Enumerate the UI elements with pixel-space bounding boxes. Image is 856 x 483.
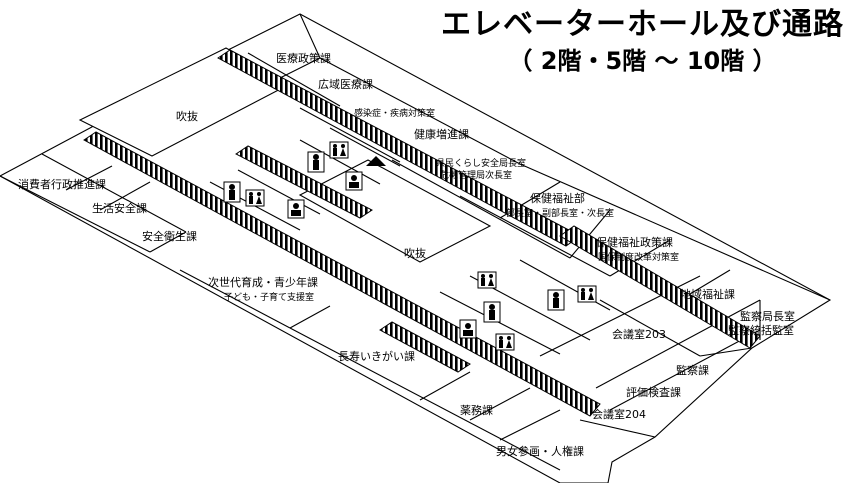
label-kansa: 監察課 [676,363,709,377]
restroom-icon [245,189,265,207]
label-chiiki-fukushi: 地域福祉課 [680,287,735,301]
person-icon [223,181,241,203]
label-seikatsu-anzen: 生活安全課 [92,201,147,215]
accessible-restroom-icon [287,199,305,219]
page-subtitle: （ 2階・5階 ～ 10階 ） [508,47,777,75]
label-danjo: 男女参画・人権課 [496,444,584,458]
person-icon [547,289,565,311]
label-koiki-iryo: 広域医療課 [318,77,373,91]
label-kansensho: 感染症・疾病対策室 [354,107,435,119]
label-iryo-seisaku: 医療政策課 [276,51,331,65]
label-hoken-fukushi-bu-2: 部長室・副部長室・次長室 [506,207,614,219]
label-fukinuke-top: 吹抜 [176,109,198,123]
restroom-icon [329,141,349,159]
label-kansa-kyokucho-2: 監察統括監室 [728,323,794,337]
person-icon [307,151,325,173]
accessible-restroom-icon [459,319,477,339]
label-kaigi-204: 会議室204 [592,407,646,421]
restroom-icon [477,271,497,289]
label-anzen-eisei: 安全衛生課 [142,229,197,243]
page-title: エレベーターホール及び通路 [441,7,844,42]
restroom-icon [577,285,597,303]
label-hoken-fukushi-seisaku-2: 国保制度改革対策室 [598,251,679,263]
corridor-right-bottom [379,321,471,373]
hatched-corridors [83,49,761,417]
label-kenmin-kurashi-2: 危機管理局次長室 [440,169,512,181]
label-chouju: 長寿いきがい課 [338,349,415,363]
corridor-left-long [83,131,601,417]
label-fukinuke-center: 吹抜 [404,246,426,260]
elevator-icon [366,156,386,166]
corridor-upper-right [559,225,761,349]
room-labels: 医療政策課 広域医療課 感染症・疾病対策室 健康増進課 吹抜 県民くらし安全局長… [18,51,795,458]
corridor-core-left [235,145,373,219]
label-jisedai-2: 子ども・子育て支援室 [224,291,314,303]
label-kansa-kyokucho-1: 監察局長室 [740,309,795,323]
label-hoken-fukushi-seisaku-1: 保健福祉政策課 [596,235,673,249]
person-icon [483,301,501,323]
label-hyoka-kensa: 評価検査課 [626,385,681,399]
accessible-restroom-icon [345,171,363,191]
title-block: エレベーターホール及び通路 （ 2階・5階 ～ 10階 ） [441,8,844,76]
label-kenko-zoshin: 健康増進課 [414,127,469,141]
label-shohisha: 消費者行政推進課 [18,177,106,191]
label-yakumu: 薬務課 [460,403,493,417]
label-kenmin-kurashi-1: 県民くらし安全局長室 [436,157,526,169]
label-jisedai-1: 次世代育成・青少年課 [208,275,318,289]
label-hoken-fukushi-bu-1: 保健福祉部 [530,191,585,205]
restroom-icon [495,333,515,351]
label-kaigi-203: 会議室203 [612,327,666,341]
core-icons-right [459,271,597,351]
core-icons-left [223,141,386,219]
